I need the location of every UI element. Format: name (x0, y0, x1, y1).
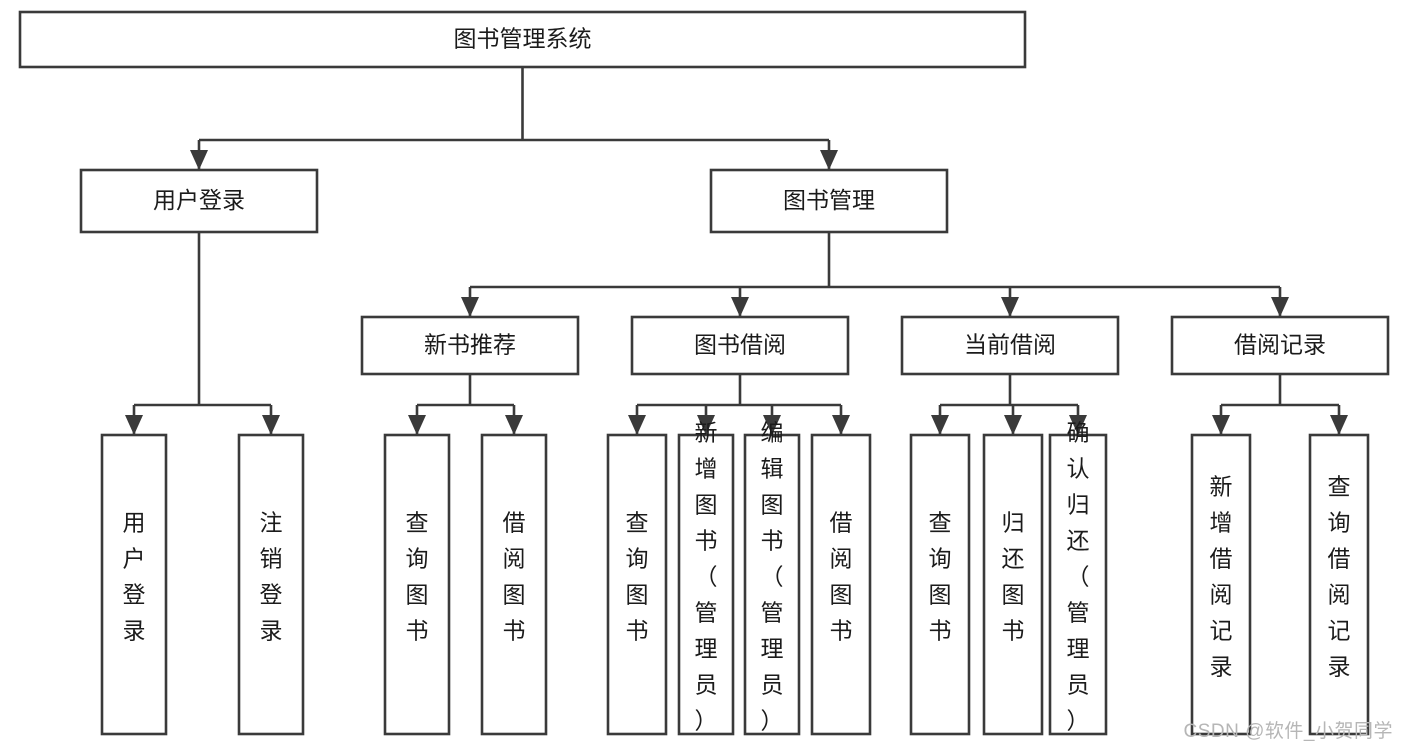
node-label-user-login: 用户登录 (153, 187, 245, 213)
arrow-icon-leaf-query-book-2 (628, 415, 646, 435)
node-label-new-book-recommend: 新书推荐 (424, 332, 516, 358)
node-box-leaf-edit-book-admin[interactable] (743, 433, 801, 736)
node-book-manage[interactable]: 图书管理 (709, 168, 949, 234)
arrow-icon-leaf-confirm-return-admin (1069, 415, 1087, 435)
arrow-icon-user-login (190, 150, 208, 170)
node-box-user-login[interactable] (79, 168, 319, 234)
node-box-leaf-logout-login[interactable] (237, 433, 305, 736)
node-box-leaf-confirm-return-admin[interactable] (1048, 433, 1108, 736)
node-box-borrow-record[interactable] (1170, 315, 1390, 376)
node-root[interactable]: 图书管理系统 (18, 10, 1027, 69)
node-label-leaf-query-book-1: 查询图书 (406, 510, 429, 644)
node-label-book-manage: 图书管理 (783, 187, 875, 213)
arrow-icon-leaf-query-book-1 (408, 415, 426, 435)
node-label-leaf-query-borrow-record: 查询借阅记录 (1328, 474, 1351, 680)
node-label-leaf-logout-login: 注销登录 (260, 510, 283, 644)
node-label-leaf-confirm-return-admin: 确认归还（管理员） (1067, 420, 1090, 734)
arrow-icon-leaf-return-book (1004, 415, 1022, 435)
node-borrow-record[interactable]: 借阅记录 (1170, 315, 1390, 376)
node-leaf-query-book-1[interactable]: 查询图书 (383, 433, 451, 736)
node-leaf-logout-login[interactable]: 注销登录 (237, 433, 305, 736)
node-label-leaf-add-borrow-record: 新增借阅记录 (1210, 474, 1233, 680)
node-label-leaf-query-book-3: 查询图书 (929, 510, 952, 644)
node-box-leaf-user-login[interactable] (100, 433, 168, 736)
node-layer: 图书管理系统用户登录图书管理新书推荐图书借阅当前借阅借阅记录用户登录注销登录查询… (18, 10, 1390, 736)
node-leaf-edit-book-admin[interactable]: 编辑图书（管理员） (743, 420, 801, 736)
arrow-icon-leaf-query-borrow-record (1330, 415, 1348, 435)
node-box-leaf-query-book-1[interactable] (383, 433, 451, 736)
node-leaf-return-book[interactable]: 归还图书 (982, 433, 1044, 736)
arrow-icon-current-borrow (1001, 297, 1019, 317)
node-new-book-recommend[interactable]: 新书推荐 (360, 315, 580, 376)
node-label-leaf-borrow-book-1: 借阅图书 (503, 510, 526, 644)
node-label-leaf-add-book-admin: 新增图书（管理员） (695, 420, 718, 734)
node-label-leaf-return-book: 归还图书 (1002, 510, 1025, 644)
node-box-leaf-borrow-book-2[interactable] (810, 433, 872, 736)
node-leaf-query-borrow-record[interactable]: 查询借阅记录 (1308, 433, 1370, 736)
arrow-icon-leaf-borrow-book-2 (832, 415, 850, 435)
arrow-icon-new-book-recommend (461, 297, 479, 317)
node-label-current-borrow: 当前借阅 (964, 332, 1056, 358)
node-box-leaf-return-book[interactable] (982, 433, 1044, 736)
node-current-borrow[interactable]: 当前借阅 (900, 315, 1120, 376)
node-leaf-query-book-2[interactable]: 查询图书 (606, 433, 668, 736)
node-box-leaf-borrow-book-1[interactable] (480, 433, 548, 736)
arrow-icon-leaf-user-login (125, 415, 143, 435)
arrow-icon-borrow-record (1271, 297, 1289, 317)
arrow-icon-leaf-add-borrow-record (1212, 415, 1230, 435)
node-box-book-borrow[interactable] (630, 315, 850, 376)
arrow-icon-leaf-borrow-book-1 (505, 415, 523, 435)
node-leaf-confirm-return-admin[interactable]: 确认归还（管理员） (1048, 420, 1108, 736)
arrow-icon-leaf-add-book-admin (697, 415, 715, 435)
arrow-icon-leaf-query-book-3 (931, 415, 949, 435)
node-label-root: 图书管理系统 (454, 26, 592, 52)
node-box-root[interactable] (18, 10, 1027, 69)
node-leaf-query-book-3[interactable]: 查询图书 (909, 433, 971, 736)
node-book-borrow[interactable]: 图书借阅 (630, 315, 850, 376)
node-box-leaf-query-book-3[interactable] (909, 433, 971, 736)
node-leaf-add-book-admin[interactable]: 新增图书（管理员） (677, 420, 735, 736)
node-leaf-user-login[interactable]: 用户登录 (100, 433, 168, 736)
node-box-book-manage[interactable] (709, 168, 949, 234)
arrow-icon-book-borrow (731, 297, 749, 317)
node-label-leaf-query-book-2: 查询图书 (626, 510, 649, 644)
arrow-icon-leaf-logout-login (262, 415, 280, 435)
arrow-icon-book-manage (820, 150, 838, 170)
connector-layer (125, 67, 1348, 435)
node-leaf-borrow-book-2[interactable]: 借阅图书 (810, 433, 872, 736)
node-box-leaf-add-borrow-record[interactable] (1190, 433, 1252, 736)
node-leaf-add-borrow-record[interactable]: 新增借阅记录 (1190, 433, 1252, 736)
node-label-leaf-edit-book-admin: 编辑图书（管理员） (761, 420, 784, 734)
node-box-leaf-add-book-admin[interactable] (677, 433, 735, 736)
node-leaf-borrow-book-1[interactable]: 借阅图书 (480, 433, 548, 736)
node-box-new-book-recommend[interactable] (360, 315, 580, 376)
node-box-leaf-query-borrow-record[interactable] (1308, 433, 1370, 736)
node-label-book-borrow: 图书借阅 (694, 332, 786, 358)
node-label-leaf-user-login: 用户登录 (123, 510, 146, 644)
node-label-leaf-borrow-book-2: 借阅图书 (830, 510, 853, 644)
arrow-icon-leaf-edit-book-admin (763, 415, 781, 435)
node-user-login[interactable]: 用户登录 (79, 168, 319, 234)
node-box-current-borrow[interactable] (900, 315, 1120, 376)
node-box-leaf-query-book-2[interactable] (606, 433, 668, 736)
node-label-borrow-record: 借阅记录 (1234, 332, 1326, 358)
